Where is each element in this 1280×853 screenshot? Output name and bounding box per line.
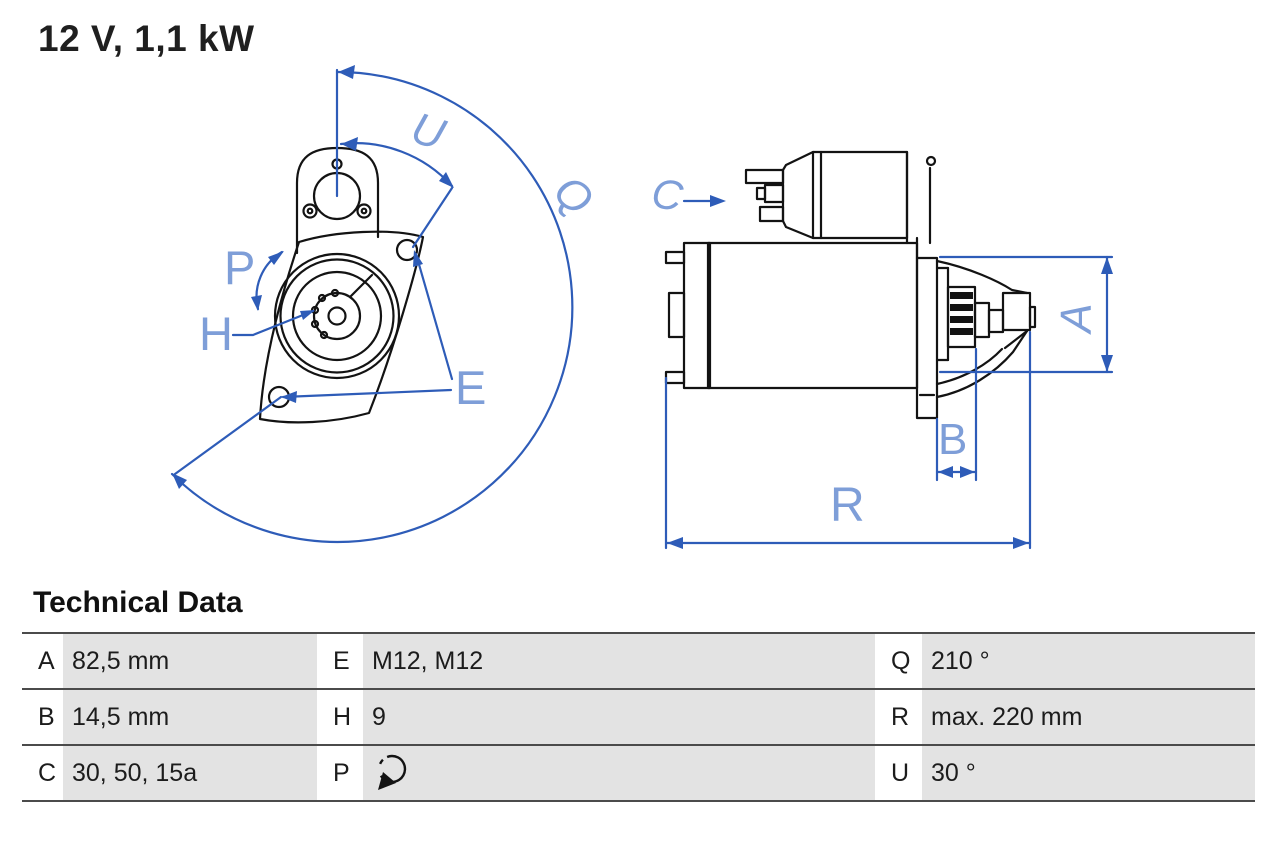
front-view-drawing xyxy=(258,146,425,424)
value-cell-e: M12, M12 xyxy=(363,634,875,688)
counterclockwise-rotation-icon xyxy=(378,754,407,790)
technical-data-heading: Technical Data xyxy=(33,586,243,619)
value-cell-q: 210 ° xyxy=(922,634,1255,688)
dim-label-r: R xyxy=(830,479,865,532)
dim-label-p: P xyxy=(224,241,256,294)
key-cell-r: R xyxy=(875,690,922,744)
key-cell-p: P xyxy=(317,746,363,800)
key-cell-b: B xyxy=(22,690,63,744)
value-cell-u: 30 ° xyxy=(922,746,1255,800)
value-cell-b: 14,5 mm xyxy=(63,690,317,744)
value-cell-p xyxy=(363,746,875,800)
key-cell-u: U xyxy=(875,746,922,800)
front-view-dimension-lines xyxy=(170,68,574,544)
value-cell-c: 30, 50, 15a xyxy=(63,746,317,800)
key-cell-h: H xyxy=(317,690,363,744)
table-row: C 30, 50, 15a P U 30 ° xyxy=(22,744,1255,800)
table-row: B 14,5 mm H 9 R max. 220 mm xyxy=(22,688,1255,744)
dim-label-b: B xyxy=(938,415,968,464)
key-cell-e: E xyxy=(317,634,363,688)
technical-data-table: A 82,5 mm E M12, M12 Q 210 ° B 14,5 mm H… xyxy=(22,632,1255,802)
table-row: A 82,5 mm E M12, M12 Q 210 ° xyxy=(22,632,1255,688)
starter-motor-drawings xyxy=(170,65,1114,550)
dim-label-e: E xyxy=(455,361,487,414)
side-view-dimension-lines xyxy=(664,199,1114,550)
value-cell-r: max. 220 mm xyxy=(922,690,1255,744)
key-cell-a: A xyxy=(22,634,63,688)
key-cell-c: C xyxy=(22,746,63,800)
value-cell-h: 9 xyxy=(363,690,875,744)
value-cell-a: 82,5 mm xyxy=(63,634,317,688)
page-title: 12 V, 1,1 kW xyxy=(38,18,255,59)
front-view-arrowheads xyxy=(172,65,454,489)
side-view-arrowheads xyxy=(667,195,1113,549)
side-view-gear-teeth xyxy=(950,292,973,335)
dim-label-h: H xyxy=(199,307,233,360)
side-view-drawing xyxy=(664,150,1037,420)
key-cell-q: Q xyxy=(875,634,922,688)
dim-label-a: A xyxy=(1052,303,1101,333)
